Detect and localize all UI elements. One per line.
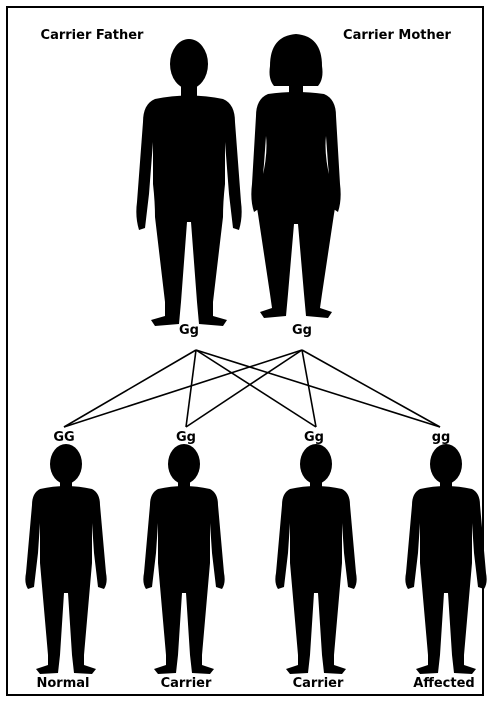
cross-line xyxy=(196,350,440,427)
female-silhouette-icon xyxy=(251,34,340,318)
child-silhouette-icon xyxy=(405,444,486,674)
mother-label: Carrier Mother xyxy=(343,28,451,43)
cross-line xyxy=(196,350,316,427)
child-silhouette-icon xyxy=(25,444,106,674)
father-figure xyxy=(136,39,241,326)
cross-line xyxy=(64,350,302,427)
mother-figure xyxy=(251,34,340,318)
offspring-label: Carrier xyxy=(293,676,344,691)
cross-line xyxy=(186,350,196,427)
cross-line xyxy=(302,350,440,427)
child-silhouette-icon xyxy=(275,444,356,674)
male-silhouette-icon xyxy=(136,39,241,326)
cross-line xyxy=(64,350,196,427)
offspring-label: Carrier xyxy=(161,676,212,691)
offspring-genotype: gg xyxy=(432,430,451,445)
cross-line xyxy=(302,350,316,427)
offspring-genotype: Gg xyxy=(304,430,324,445)
father-genotype: Gg xyxy=(179,323,199,338)
offspring-genotype: Gg xyxy=(176,430,196,445)
offspring-genotype: GG xyxy=(53,430,74,445)
inheritance-lines xyxy=(64,350,440,427)
father-label: Carrier Father xyxy=(41,28,144,43)
mother-genotype: Gg xyxy=(292,323,312,338)
cross-line xyxy=(186,350,302,427)
child-silhouette-icon xyxy=(143,444,224,674)
offspring-label: Affected xyxy=(413,676,474,691)
offspring-label: Normal xyxy=(37,676,90,691)
